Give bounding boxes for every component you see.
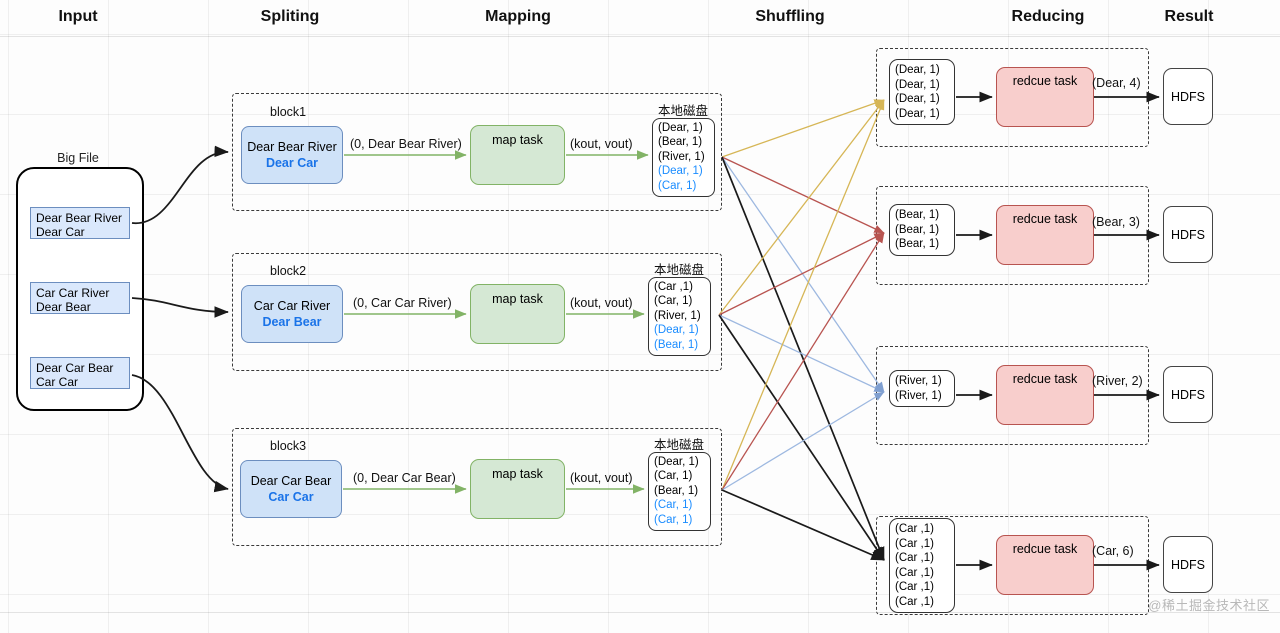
- footer-divider: [0, 612, 1280, 613]
- column-header-shuffling: Shuffling: [755, 8, 825, 25]
- block1-label: block1: [270, 105, 307, 119]
- block2-disk-entry-5: (Bear, 1): [654, 338, 699, 351]
- reduce-input-bear-3: (Bear, 1): [895, 238, 940, 250]
- reduce-output-label-dear: (Dear, 4): [1092, 76, 1141, 90]
- reduce-task-river: redcue task: [996, 365, 1094, 425]
- input-line-3: Dear Car Bear Car Car: [30, 357, 130, 389]
- block1-disk-entry-1: (Dear, 1): [658, 122, 703, 134]
- hdfs-box-bear: HDFS: [1163, 206, 1213, 263]
- block1-map-out-label: (kout, vout): [570, 137, 633, 151]
- big-file-label: Big File: [57, 151, 99, 165]
- shuffle-arrows-block2: [718, 99, 885, 561]
- block3-disk-label: 本地磁盘: [653, 438, 705, 452]
- block2-disk-box: (Car ,1) (Car, 1) (River, 1) (Dear, 1) (…: [648, 277, 711, 357]
- block1-map-task: map task: [470, 125, 565, 185]
- block2-disk-entry-3: (River, 1): [654, 309, 701, 322]
- reduce-input-car-5: (Car ,1): [895, 581, 934, 593]
- block1-line2: Dear Car: [265, 156, 319, 170]
- input-line-3-text2: Car Car: [36, 375, 79, 389]
- reduce-input-river-2: (River, 1): [895, 389, 942, 402]
- block1-disk-box: (Dear, 1) (Bear, 1) (River, 1) (Dear, 1)…: [652, 118, 715, 198]
- block3-map-task: map task: [470, 459, 565, 519]
- block2-label: block2: [270, 264, 307, 278]
- reduce-input-box-car: (Car ,1) (Car ,1) (Car ,1) (Car ,1) (Car…: [889, 518, 955, 613]
- reduce-input-dear-4: (Dear, 1): [895, 107, 940, 120]
- reduce-input-car-4: (Car ,1): [895, 566, 934, 579]
- input-line-2: Car Car River Dear Bear: [30, 282, 130, 314]
- block1-disk-label: 本地磁盘: [657, 104, 709, 118]
- block1-disk-entry-4: (Dear, 1): [658, 165, 703, 178]
- reduce-input-car-2: (Car ,1): [895, 537, 934, 550]
- block3-disk-entry-1: (Dear, 1): [654, 456, 699, 468]
- block2-map-task: map task: [470, 284, 565, 344]
- block3-disk-entry-2: (Car, 1): [654, 470, 693, 483]
- hdfs-box-car: HDFS: [1163, 536, 1213, 593]
- block1-kv-label: (0, Dear Bear River): [350, 137, 462, 151]
- block1-disk-entry-3: (River, 1): [658, 150, 705, 163]
- reduce-output-label-bear: (Bear, 3): [1092, 215, 1140, 229]
- watermark: @稀土掘金技术社区: [1148, 598, 1270, 613]
- block3-map-out-label: (kout, vout): [570, 471, 633, 485]
- input-line-3-text1: Dear Car Bear: [36, 361, 114, 375]
- reducetask-to-hdfs-arrows: [1094, 91, 1160, 571]
- block3-box: Dear Car Bear Car Car: [240, 460, 342, 518]
- reduce-task-car: redcue task: [996, 535, 1094, 595]
- block3-line1: Dear Car Bear: [250, 474, 332, 488]
- column-header-input: Input: [58, 8, 98, 25]
- block3-line2: Car Car: [268, 490, 314, 504]
- reduce-input-river-1: (River, 1): [895, 375, 942, 387]
- hdfs-box-dear: HDFS: [1163, 68, 1213, 125]
- block3-label: block3: [270, 439, 307, 453]
- column-header-spliting: Spliting: [260, 8, 320, 25]
- input-to-block-arrows: [131, 145, 229, 493]
- block3-disk-box: (Dear, 1) (Car, 1) (Bear, 1) (Car, 1) (C…: [648, 452, 711, 532]
- reduce-input-dear-3: (Dear, 1): [895, 93, 940, 105]
- block2-disk-entry-1: (Car ,1): [654, 281, 693, 293]
- block2-disk-entry-4: (Dear, 1): [654, 324, 699, 337]
- block3-disk-entry-3: (Bear, 1): [654, 484, 699, 497]
- reduceinput-to-task-arrows: [956, 91, 993, 571]
- reduce-input-dear-2: (Dear, 1): [895, 78, 940, 91]
- reduce-task-bear: redcue task: [996, 205, 1094, 265]
- header-divider: [0, 36, 1280, 37]
- reduce-output-label-car: (Car, 6): [1092, 544, 1134, 558]
- reduce-input-box-river: (River, 1) (River, 1): [889, 370, 955, 407]
- reduce-input-dear-1: (Dear, 1): [895, 64, 940, 76]
- block3-disk-entry-5: (Car, 1): [654, 513, 693, 526]
- column-header-mapping: Mapping: [485, 8, 551, 25]
- reduce-input-box-bear: (Bear, 1) (Bear, 1) (Bear, 1): [889, 204, 955, 256]
- block2-line2: Dear Bear: [262, 315, 322, 329]
- reduce-input-box-dear: (Dear, 1) (Dear, 1) (Dear, 1) (Dear, 1): [889, 59, 955, 125]
- reduce-input-bear-2: (Bear, 1): [895, 223, 940, 236]
- block2-disk-entry-2: (Car, 1): [654, 295, 693, 308]
- input-line-1: Dear Bear River Dear Car: [30, 207, 130, 239]
- column-header-reducing: Reducing: [1011, 8, 1085, 25]
- block3-disk-entry-4: (Car, 1): [654, 499, 693, 512]
- block2-map-out-label: (kout, vout): [570, 296, 633, 310]
- block2-kv-label: (0, Car Car River): [353, 296, 452, 310]
- input-line-1-text1: Dear Bear River: [36, 211, 123, 225]
- block1-disk-entry-5: (Car, 1): [658, 179, 697, 192]
- column-header-result: Result: [1164, 8, 1214, 25]
- hdfs-box-river: HDFS: [1163, 366, 1213, 423]
- reduce-input-car-3: (Car ,1): [895, 552, 934, 564]
- block1-line1: Dear Bear River: [247, 140, 337, 154]
- shuffle-arrows-block1: [721, 99, 885, 561]
- block2-disk-label: 本地磁盘: [653, 263, 705, 277]
- input-line-2-text2: Dear Bear: [36, 300, 91, 314]
- shuffle-arrows-block3: [721, 99, 885, 561]
- reduce-input-car-6: (Car ,1): [895, 595, 934, 608]
- reduce-input-car-1: (Car ,1): [895, 523, 934, 535]
- block2-line1: Car Car River: [253, 299, 331, 313]
- input-line-1-text2: Dear Car: [36, 225, 85, 239]
- block3-kv-label: (0, Dear Car Bear): [353, 471, 456, 485]
- block2-box: Car Car River Dear Bear: [241, 285, 343, 343]
- reduce-input-bear-1: (Bear, 1): [895, 209, 940, 221]
- reduce-task-dear: redcue task: [996, 67, 1094, 127]
- reduce-output-label-river: (River, 2): [1092, 374, 1143, 388]
- input-line-2-text1: Car Car River: [36, 286, 110, 300]
- block1-disk-entry-2: (Bear, 1): [658, 136, 703, 149]
- block1-box: Dear Bear River Dear Car: [241, 126, 343, 184]
